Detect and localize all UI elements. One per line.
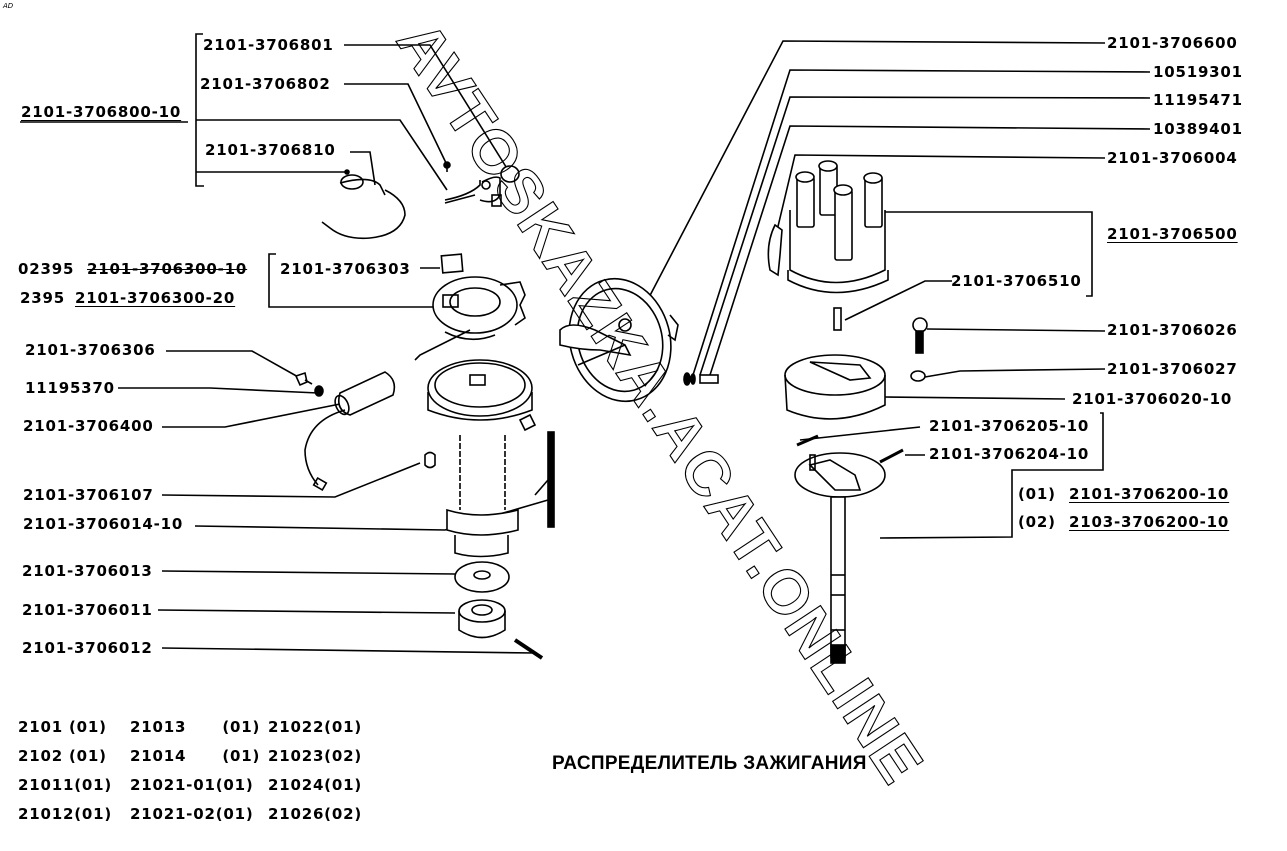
applicability-cell: 2101 (01) xyxy=(18,718,107,736)
part-small-hardware xyxy=(683,372,719,386)
leader-lines-right xyxy=(644,40,1151,539)
label-2101-3706014-10: 2101-3706014-10 xyxy=(23,515,184,533)
label-variant-02: (02) xyxy=(1018,513,1056,531)
part-breaker-plate-3706300 xyxy=(414,276,526,361)
applicability-cell: 21013 (01) xyxy=(130,718,261,736)
applicability-cell: 21026(02) xyxy=(268,805,362,823)
label-10389401: 10389401 xyxy=(1153,120,1243,138)
part-rotor-3706020 xyxy=(784,354,886,420)
applicability-table: 2101 (01) 21013 (01) 21022(01) 2102 (01)… xyxy=(18,718,362,834)
applicability-cell: 21011(01) xyxy=(18,776,112,794)
applicability-cell: 21024(01) xyxy=(268,776,362,794)
bracket-3706300 xyxy=(268,253,440,308)
part-distributor-cap-3706500 xyxy=(767,160,889,294)
part-felt-3706303 xyxy=(440,253,464,274)
applicability-cell: 21021-02(01) xyxy=(130,805,254,823)
applicability-cell: 21014 (01) xyxy=(130,747,261,765)
applicability-cell: 21012(01) xyxy=(18,805,112,823)
part-washer-11195370 xyxy=(314,385,324,397)
part-screw-3706026 xyxy=(912,317,928,354)
part-shaft-3706200 xyxy=(794,452,886,664)
part-pin-3706012 xyxy=(513,638,544,660)
part-screw-3706306 xyxy=(294,371,313,387)
part-carbon-brush-3706510 xyxy=(833,307,842,331)
label-2101-3706303: 2101-3706303 xyxy=(280,260,411,278)
label-2101-3706300-20: 2101-3706300-20 xyxy=(75,289,236,307)
label-2101-3706802: 2101-3706802 xyxy=(200,75,331,93)
part-wire-3706810 xyxy=(321,169,406,240)
label-2101-3706810: 2101-3706810 xyxy=(205,141,336,159)
part-clip-3706107 xyxy=(424,451,436,469)
diagram-title: РАСПРЕДЕЛИТЕЛЬ ЗАЖИГАНИЯ xyxy=(552,753,867,774)
label-2101-3706026: 2101-3706026 xyxy=(1107,321,1238,339)
label-2103-3706200-10: 2103-3706200-10 xyxy=(1069,513,1230,531)
part-washer-3706013 xyxy=(454,561,510,593)
part-housing-3706014 xyxy=(427,359,537,558)
label-2101-3706020-10: 2101-3706020-10 xyxy=(1072,390,1233,408)
part-vacuum-advance-3706600 xyxy=(559,277,679,403)
label-2101-3706107: 2101-3706107 xyxy=(23,486,154,504)
part-oil-cap-rod xyxy=(547,431,555,528)
label-2101-3706004: 2101-3706004 xyxy=(1107,149,1238,167)
part-springs xyxy=(796,434,904,464)
label-2101-3706205-10: 2101-3706205-10 xyxy=(929,417,1090,435)
applicability-cell: 2102 (01) xyxy=(18,747,107,765)
label-11195471: 11195471 xyxy=(1153,91,1243,109)
applicability-cell: 21023(02) xyxy=(268,747,362,765)
part-screw-3706802 xyxy=(443,161,451,172)
leader-lines-left xyxy=(118,350,549,654)
label-2101-3706204-10: 2101-3706204-10 xyxy=(929,445,1090,463)
label-2101-3706500: 2101-3706500 xyxy=(1107,225,1238,243)
applicability-row: 2102 (01) 21014 (01) 21023(02) xyxy=(18,747,362,776)
part-washer-3706027 xyxy=(910,370,926,382)
label-2101-3706027: 2101-3706027 xyxy=(1107,360,1238,378)
applicability-cell: 21022(01) xyxy=(268,718,362,736)
label-2101-3706510: 2101-3706510 xyxy=(951,272,1082,290)
part-capacitor-3706400 xyxy=(304,371,396,492)
label-2101-3706013: 2101-3706013 xyxy=(22,562,153,580)
bracket-3706800 xyxy=(20,33,509,191)
applicability-row: 21012(01) 21021-02(01) 21026(02) xyxy=(18,805,362,834)
label-2101-3706800-10: 2101-3706800-10 xyxy=(21,103,182,121)
label-10519301: 10519301 xyxy=(1153,63,1243,81)
label-2101-3706801: 2101-3706801 xyxy=(203,36,334,54)
applicability-row: 2101 (01) 21013 (01) 21022(01) xyxy=(18,718,362,747)
label-2101-3706300-10: 2101-3706300-10 xyxy=(87,260,248,278)
part-breaker-contacts-3706801 xyxy=(444,165,520,207)
label-2101-3706200-10: 2101-3706200-10 xyxy=(1069,485,1230,503)
label-2101-3706012: 2101-3706012 xyxy=(22,639,153,657)
applicability-cell: 21021-01(01) xyxy=(130,776,254,794)
label-2101-3706011: 2101-3706011 xyxy=(22,601,153,619)
label-2395: 2395 xyxy=(20,289,65,307)
label-11195370: 11195370 xyxy=(25,379,115,397)
part-coupling-3706011 xyxy=(458,599,506,639)
label-variant-01: (01) xyxy=(1018,485,1056,503)
corner-mark: AD xyxy=(3,2,14,10)
label-2101-3706306: 2101-3706306 xyxy=(25,341,156,359)
label-02395: 02395 xyxy=(18,260,75,278)
label-2101-3706400: 2101-3706400 xyxy=(23,417,154,435)
label-2101-3706600: 2101-3706600 xyxy=(1107,34,1238,52)
applicability-row: 21011(01) 21021-01(01) 21024(01) xyxy=(18,776,362,805)
